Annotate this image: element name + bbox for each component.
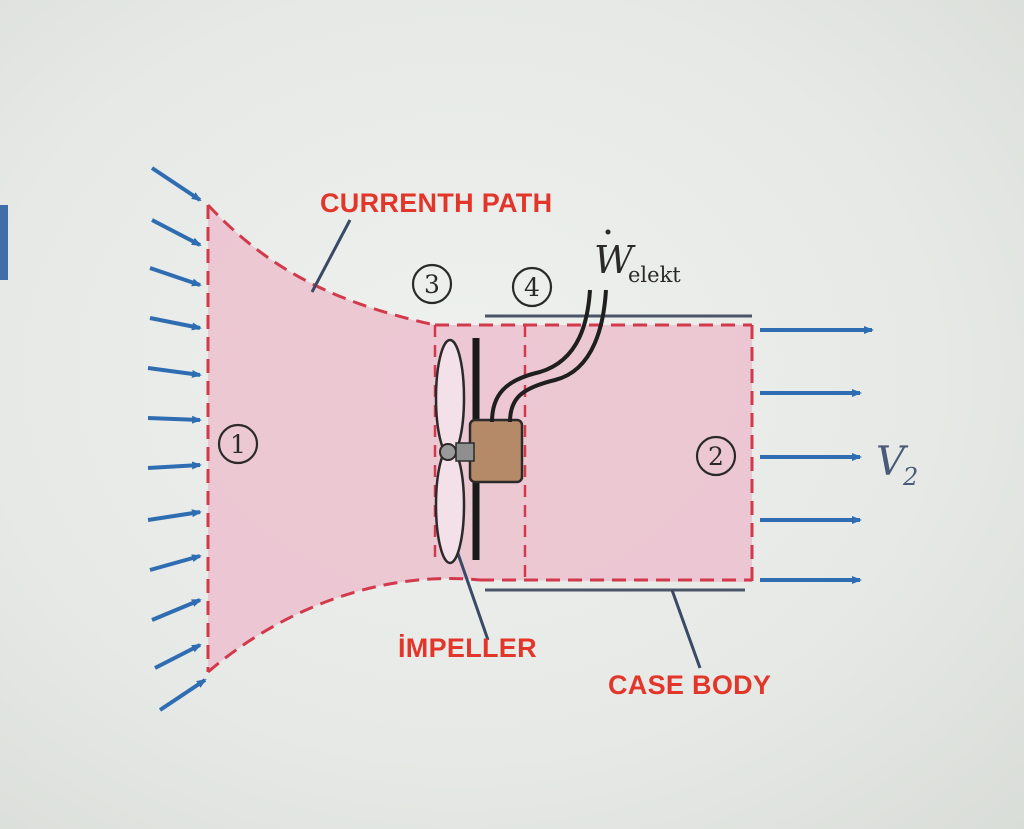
station-1-number: 1: [230, 430, 246, 459]
station-3-number: 3: [424, 270, 440, 299]
station-2-marker: 2: [695, 435, 737, 477]
current-path-label: CURRENTH PATH: [320, 188, 553, 218]
case-body-leader-line: [670, 589, 702, 669]
electric-motor: [468, 418, 524, 484]
power-symbol-subscript: elekt: [628, 263, 681, 287]
station-1-marker: 1: [217, 423, 259, 465]
power-symbol-letter: W: [594, 238, 636, 282]
electric-power-symbol: W elekt: [594, 229, 681, 287]
impeller-label: İMPELLER: [398, 633, 537, 663]
streamtube-upper-boundary: [206, 203, 436, 327]
velocity-symbol-letter: V: [876, 439, 909, 485]
screen-edge-accent: [0, 205, 8, 280]
outlet-flow-arrows: [760, 326, 874, 584]
power-wire-outer: [490, 289, 592, 423]
station-3-marker: 3: [411, 263, 453, 305]
current-path-leader-line: [310, 219, 352, 293]
power-wire-inner: [508, 289, 608, 423]
streamtube-lower-boundary: [207, 576, 481, 674]
velocity-symbol-subscript: 2: [902, 463, 918, 491]
outlet-velocity-symbol: V 2: [876, 439, 918, 491]
case-body-label: CASE BODY: [608, 670, 772, 700]
station-2-number: 2: [708, 442, 724, 471]
station-4-marker: 4: [511, 266, 553, 308]
station-4-number: 4: [524, 273, 540, 302]
motor-shaft: [455, 442, 475, 462]
impeller-leader-line: [453, 544, 490, 641]
inlet-flow-arrows: [147, 166, 207, 712]
